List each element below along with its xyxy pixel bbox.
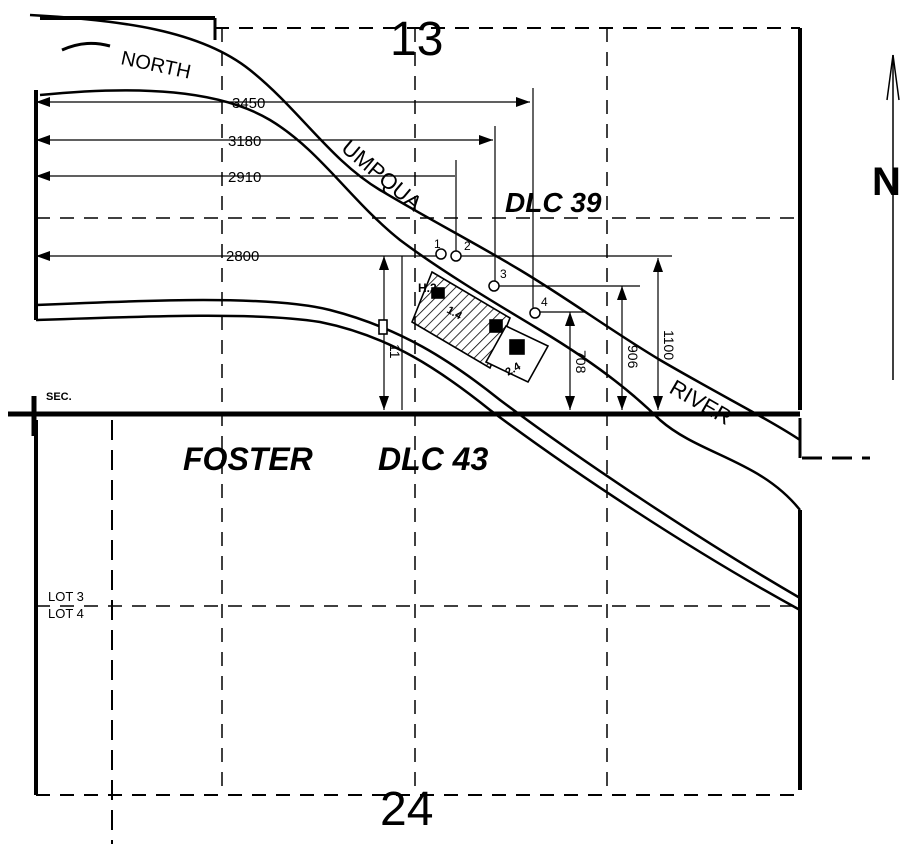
culvert-marker	[378, 319, 388, 335]
dim-label-11: 11	[387, 344, 403, 359]
road-edge-north	[35, 298, 801, 600]
arrow-11-top	[379, 256, 389, 270]
lot-label-3: LOT 3	[48, 589, 84, 604]
north-arrow-head-icon	[886, 54, 900, 101]
survey-point-1	[435, 248, 447, 260]
arrow-1100-top	[653, 258, 663, 272]
river-bank-north	[29, 13, 801, 442]
point-label-3: 3	[500, 267, 507, 281]
parcels	[378, 270, 550, 384]
arrow-708-top	[565, 312, 575, 326]
river-label-north: NORTH	[119, 47, 193, 83]
arrow-1100-bot	[653, 396, 663, 410]
lot-label-4: LOT 4	[48, 606, 84, 621]
structure-block-2	[489, 319, 503, 333]
survey-point-4	[529, 307, 541, 319]
river-label-umpqua: UMPQUA	[337, 135, 427, 216]
claim-label-dlc43: DLC 43	[378, 441, 488, 477]
dim-label-3180: 3180	[228, 133, 261, 150]
river-arrow-icon	[61, 41, 111, 52]
arrow-708-bot	[565, 396, 575, 410]
section-number-top: 13	[390, 13, 443, 66]
section-grid	[8, 16, 870, 844]
arrow-3450-end	[516, 97, 530, 107]
section-number-bottom: 24	[380, 783, 433, 836]
arrow-906-bot	[617, 396, 627, 410]
dimension-arrows	[36, 97, 663, 410]
north-arrow	[886, 54, 900, 380]
structure-block-3	[509, 339, 525, 355]
point-label-2: 2	[464, 239, 471, 253]
dim-label-2910: 2910	[228, 169, 261, 186]
dim-label-3450: 3450	[232, 95, 265, 112]
highway-road	[35, 298, 801, 612]
dim-label-708: 708	[573, 350, 589, 374]
river-bank-south	[39, 89, 801, 511]
arrow-3180-end	[479, 135, 493, 145]
arrow-2800	[36, 251, 50, 261]
survey-point-2	[450, 250, 462, 262]
north-arrow-letter: N	[872, 160, 901, 204]
dim-label-906: 906	[625, 345, 641, 369]
corner-label-sec: SEC.	[46, 391, 72, 403]
claim-label-dlc39: DLC 39	[505, 187, 602, 218]
arrow-3180	[36, 135, 50, 145]
arrow-11-bot	[379, 396, 389, 410]
claim-label-foster: FOSTER	[183, 441, 313, 477]
arrow-906-top	[617, 286, 627, 300]
survey-point-3	[488, 280, 500, 292]
parcel-label-h2: H.2	[418, 281, 437, 295]
road-edge-south	[35, 314, 801, 612]
dim-label-2800: 2800	[226, 248, 259, 265]
arrow-3450	[36, 97, 50, 107]
north-umpqua-river	[29, 13, 801, 511]
point-label-4: 4	[541, 295, 548, 309]
structure-block-1	[431, 287, 445, 299]
survey-points	[435, 248, 541, 319]
dim-label-1100: 1100	[661, 330, 677, 360]
point-label-1: 1	[434, 237, 441, 251]
arrow-2910	[36, 171, 50, 181]
